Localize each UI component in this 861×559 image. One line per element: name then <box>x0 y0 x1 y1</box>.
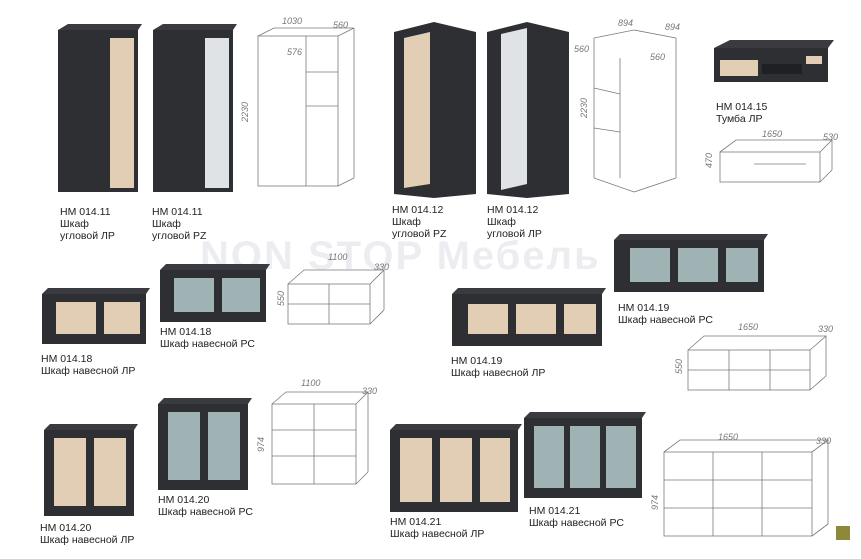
wall-cabinet-014-20-lr <box>44 424 138 516</box>
wall-cabinet-014-21-rc <box>524 412 646 498</box>
dim-1650-b: 1650 <box>738 322 759 332</box>
dim-894-a: 894 <box>618 18 634 28</box>
dim-1650-a: 1650 <box>762 129 783 139</box>
dim-550-a: 550 <box>276 290 286 306</box>
dim-330-a: 330 <box>374 262 390 272</box>
wall-cabinet-014-21-drawing <box>663 439 830 537</box>
dim-1100-b: 1100 <box>301 378 321 388</box>
dim-560-a: 560 <box>333 20 349 30</box>
dim-2230-b: 2230 <box>579 97 589 118</box>
corner-wardrobe-drawing <box>593 29 677 193</box>
dim-560-c: 560 <box>650 52 666 62</box>
wall-cabinet-014-19-lr <box>452 288 606 346</box>
dim-330-c: 330 <box>362 386 378 396</box>
dim-894-b: 894 <box>665 22 681 32</box>
wall-cabinet-014-18-drawing <box>287 269 385 325</box>
dim-330-b: 330 <box>818 324 834 334</box>
dim-974-a: 974 <box>256 436 266 452</box>
dim-1100-a: 1100 <box>328 252 348 262</box>
wall-cabinet-014-18-rc <box>160 264 270 322</box>
dim-550-b: 550 <box>674 358 684 374</box>
wall-cabinet-014-20-drawing <box>271 391 369 485</box>
dim-330-d: 330 <box>816 436 832 446</box>
wardrobe-014-11-pz <box>153 24 237 192</box>
corner-wardrobe-014-12-pz <box>394 22 476 198</box>
dim-1650-c: 1650 <box>718 432 739 442</box>
dim-576: 576 <box>287 47 303 57</box>
dim-560-b: 560 <box>574 44 590 54</box>
corner-marker <box>836 526 850 540</box>
tv-stand-014-15 <box>714 40 834 82</box>
wall-cabinet-014-20-rc <box>158 398 252 490</box>
wardrobe-014-11-lr <box>58 24 142 192</box>
wall-cabinet-014-21-lr <box>390 424 522 512</box>
dim-470: 470 <box>704 152 714 168</box>
dim-530: 530 <box>823 132 839 142</box>
wall-cabinet-014-18-lr <box>42 288 150 344</box>
wall-cabinet-014-19-drawing <box>687 335 828 391</box>
corner-wardrobe-014-12-lr <box>487 22 569 198</box>
dim-1030: 1030 <box>282 16 303 26</box>
dim-2230-a: 2230 <box>240 101 250 122</box>
wall-cabinet-014-19-rc <box>614 234 768 292</box>
watermark: NON STOP Мебель <box>200 234 601 278</box>
dim-974-b: 974 <box>650 494 660 510</box>
tv-stand-drawing <box>719 139 833 183</box>
wardrobe-014-11-drawing <box>257 27 355 187</box>
